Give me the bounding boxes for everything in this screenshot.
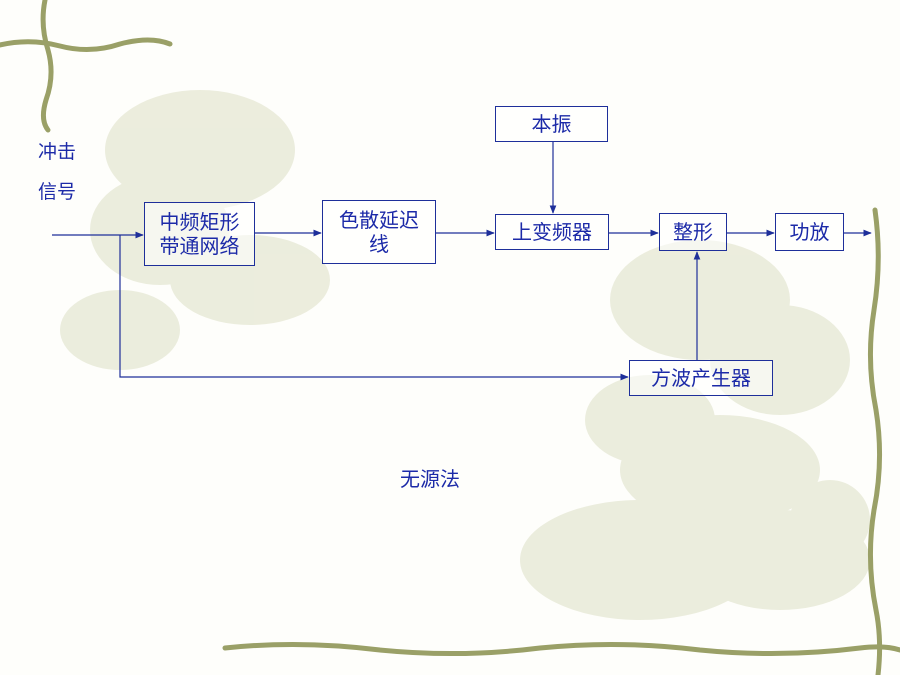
node-if-filter: 中频矩形 带通网络: [144, 202, 255, 266]
if-filter-line-2: 带通网络: [159, 234, 240, 258]
input-label-line-2: 信号: [38, 181, 77, 203]
power-amp-label: 功放: [789, 220, 830, 244]
input-signal-label: 冲击 信号: [38, 132, 88, 212]
node-dispersive-delay: 色散延迟 线: [322, 200, 436, 264]
node-shaper: 整形: [659, 213, 727, 251]
if-filter-line-1: 中频矩形: [159, 210, 240, 234]
arrow-input-to-square-gen: [119, 235, 629, 381]
delay-line-2: 线: [369, 232, 389, 256]
node-square-wave-generator: 方波产生器: [629, 360, 773, 396]
node-power-amp: 功放: [775, 213, 844, 251]
square-gen-label: 方波产生器: [651, 366, 751, 390]
node-upconverter: 上变频器: [495, 214, 609, 250]
delay-line-1: 色散延迟: [339, 208, 419, 232]
shaper-label: 整形: [673, 220, 713, 244]
node-local-oscillator: 本振: [495, 106, 608, 142]
vine-top-left: [0, 0, 173, 133]
input-label-line-1: 冲击: [38, 141, 77, 163]
local-osc-label: 本振: [531, 112, 572, 136]
upconverter-label: 上变频器: [512, 220, 592, 244]
vine-bottom-right: [222, 207, 900, 675]
diagram-caption: 无源法: [400, 467, 460, 491]
